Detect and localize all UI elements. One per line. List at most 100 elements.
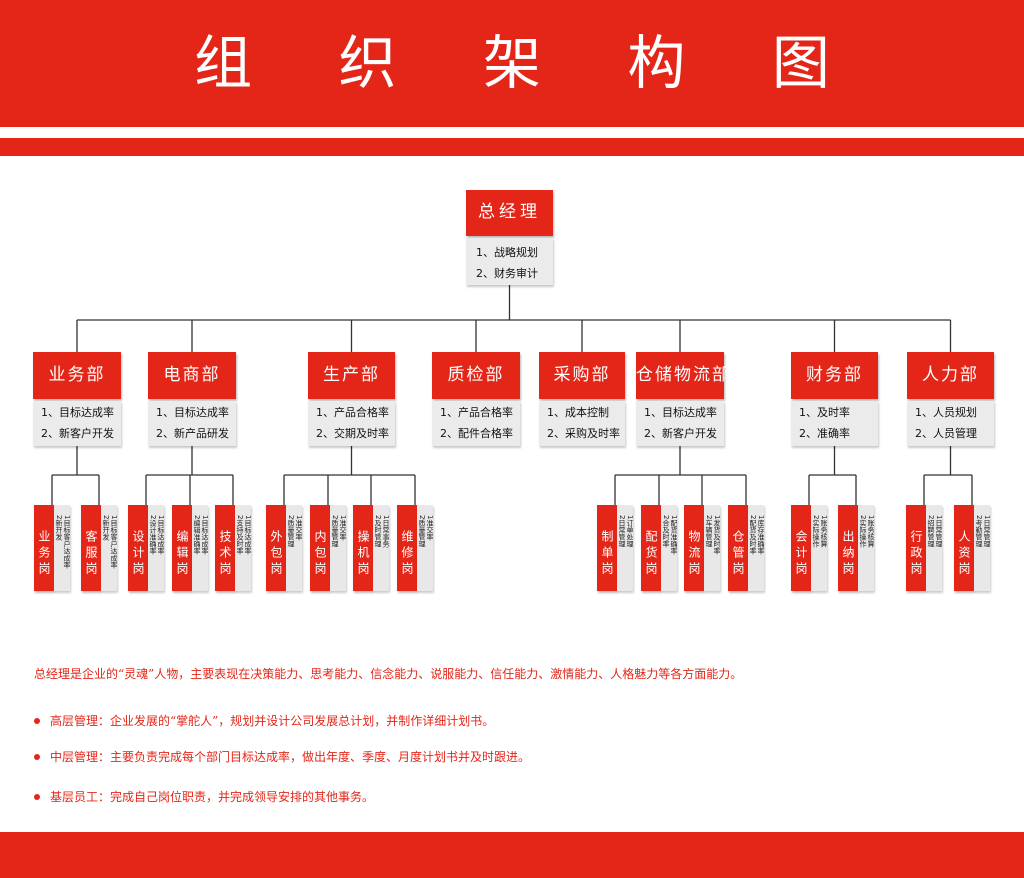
post-duty-line: 2配货及时率 xyxy=(749,515,757,555)
duty-item: 1、人员规划 xyxy=(915,406,977,419)
department-duties: 1、产品合格率 2、交期及时率 xyxy=(308,401,395,446)
post-title: 行政岗 xyxy=(906,505,926,591)
post-duty-line: 2实际操作 xyxy=(859,515,867,548)
post-title: 技术岗 xyxy=(215,505,235,591)
post-title: 配货岗 xyxy=(641,505,661,591)
post-duty-line: 1准交率 xyxy=(339,515,346,541)
post-duty-line: 2新开发 xyxy=(102,515,110,541)
post-duty-line: 1目标客户达成率 xyxy=(63,515,70,569)
post-duty-line: 1账务核算 xyxy=(820,515,827,548)
post-duty-line: 2实际操作 xyxy=(812,515,820,548)
bullet-dot xyxy=(34,717,40,724)
post-duty-line: 2质量管理 xyxy=(331,515,339,548)
duty-item: 1、产品合格率 xyxy=(316,406,389,419)
post-duty-line: 1配货准确率 xyxy=(670,515,677,555)
post-duty-line: 2招聘管理 xyxy=(927,515,935,548)
general-manager-title: 总经理 xyxy=(466,190,553,236)
bullet-staff: 基层员工：完成自己岗位职责，并完成领导安排的其他事务。 xyxy=(34,788,374,805)
duty-item: 2、交期及时率 xyxy=(316,427,389,440)
post-duty-line: 2新开发 xyxy=(55,515,63,541)
post-duty-line: 2设计准确率 xyxy=(149,515,157,555)
page-title: 组 织 架 构 图 xyxy=(194,29,864,97)
post-title: 设计岗 xyxy=(128,505,148,591)
duty-item: 2、人员管理 xyxy=(915,427,977,440)
post-duty-line: 1账务核算 xyxy=(867,515,874,548)
post-title: 物流岗 xyxy=(684,505,704,591)
bullet-dot xyxy=(34,753,40,760)
post-title: 操机岗 xyxy=(353,505,373,591)
bullet-text: 中层管理：主要负责完成每个部门目标达成率，做出年度、季度、月度计划书并及时跟进。 xyxy=(50,750,531,764)
post-duty-line: 2质量管理 xyxy=(287,515,295,548)
post-duty-line: 2车辆管理 xyxy=(705,515,713,548)
department-title: 财务部 xyxy=(791,352,878,399)
post-duty-line: 1目标客户达成率 xyxy=(110,515,117,569)
header-band xyxy=(0,0,1024,127)
general-manager-duties: 1、战略规划 2、财务审计 xyxy=(466,238,553,285)
department-title: 质检部 xyxy=(432,352,520,399)
post-title: 出纳岗 xyxy=(838,505,858,591)
post-title: 外包岗 xyxy=(266,505,286,591)
summary-text: 总经理是企业的“灵魂”人物，主要表现在决策能力、思考能力、信念能力、说服能力、信… xyxy=(34,667,743,681)
post-duty-line: 2合及时率 xyxy=(662,515,670,548)
department-title: 电商部 xyxy=(148,352,236,399)
department-title: 仓储物流部 xyxy=(636,352,729,399)
department-title: 生产部 xyxy=(308,352,395,399)
post-duty-line: 2日常管理 xyxy=(618,515,626,548)
post-duty-line: 1准交率 xyxy=(426,515,433,541)
duty-item: 1、成本控制 xyxy=(547,406,609,419)
post-title: 内包岗 xyxy=(310,505,330,591)
bullet-dot xyxy=(34,793,40,800)
post-title: 仓管岗 xyxy=(728,505,748,591)
post-duty-line: 2编辑准确率 xyxy=(193,515,201,555)
post-duty-line: 1目标达成率 xyxy=(157,515,164,555)
bullet-text: 高层管理：企业发展的“掌舵人”，规划并设计公司发展总计划，并制作详细计划书。 xyxy=(50,714,495,728)
post-duty-line: 2考勤管理 xyxy=(975,515,983,548)
duty-item: 2、财务审计 xyxy=(476,267,538,280)
duty-item: 2、新客户开发 xyxy=(41,427,114,440)
duty-item: 2、新产品研发 xyxy=(156,427,229,440)
post-title: 维修岗 xyxy=(397,505,417,591)
duty-item: 2、配件合格率 xyxy=(440,427,513,440)
post-duty-line: 1准交率 xyxy=(295,515,302,541)
duty-item: 2、准确率 xyxy=(799,427,850,440)
department-title: 人力部 xyxy=(907,352,994,399)
post-title: 会计岗 xyxy=(791,505,811,591)
duty-item: 1、战略规划 xyxy=(476,246,538,259)
footer-band xyxy=(0,832,1024,878)
post-duty-line: 2质量管理 xyxy=(418,515,426,548)
post-duty-line: 1日常管理 xyxy=(983,515,990,548)
post-title: 客服岗 xyxy=(81,505,101,591)
bullet-text: 基层员工：完成自己岗位职责，并完成领导安排的其他事务。 xyxy=(50,790,375,804)
department-title: 业务部 xyxy=(33,352,121,399)
post-duty-line: 2支持及时率 xyxy=(236,515,244,555)
